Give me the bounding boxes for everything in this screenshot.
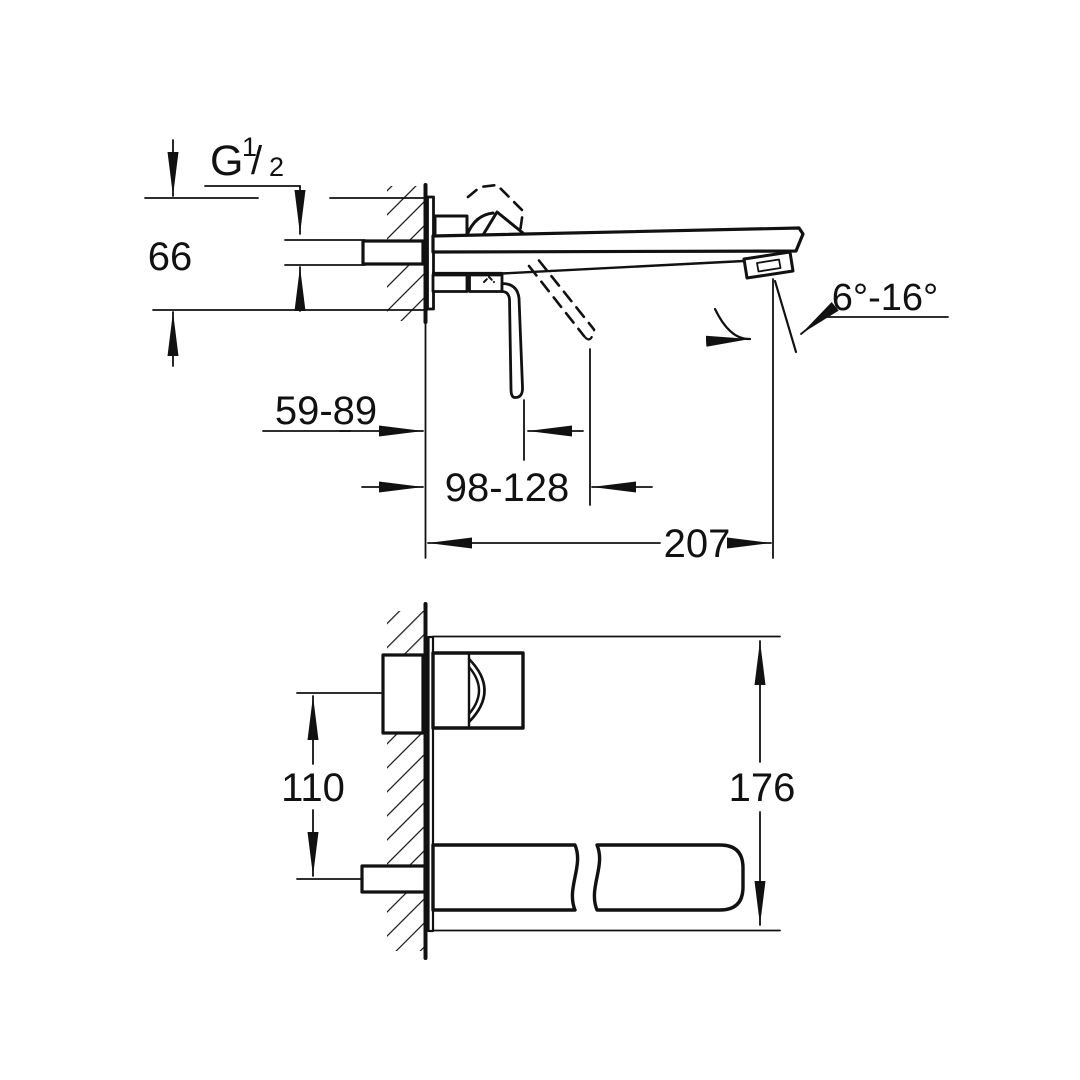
thread-size-label: G 1 / 2: [210, 132, 284, 185]
angle-arc-arrow: [705, 307, 752, 347]
dim-98-128-label: 98-128: [445, 466, 570, 510]
spout-front-right: [592, 843, 745, 912]
supply-pipe: [284, 239, 425, 266]
spout-front: [431, 843, 745, 912]
dim-176-label: 176: [729, 766, 796, 810]
dim-59-89: 59-89: [262, 389, 584, 437]
spout-side: [431, 226, 805, 280]
lever-open-dashed: [527, 259, 596, 341]
lever-open-dashed-head: [466, 183, 525, 234]
dim-angle: 6°-16°: [800, 277, 949, 335]
thread-nipple: [361, 239, 425, 266]
mounting-plate-front: [427, 635, 435, 933]
dim-110-label: 110: [281, 766, 345, 810]
side-view: G 1 / 2 66 59-89 98-128: [144, 132, 949, 566]
lever-closed: [500, 282, 524, 399]
dim-angle-label: 6°-16°: [832, 277, 938, 319]
handle-rosette: [431, 651, 525, 730]
supply-stub-front: [360, 864, 427, 894]
dim-207: 207: [427, 522, 772, 566]
spray-angle-indicator: [705, 278, 798, 559]
dim-66-label: 66: [148, 235, 193, 279]
dim-176: 176: [729, 640, 796, 926]
dim-207-label: 207: [664, 522, 731, 566]
handle-supply-box: [381, 653, 425, 735]
front-view: 110 176: [281, 602, 796, 960]
dim-110: 110: [281, 692, 384, 880]
dim-66: 66: [144, 139, 428, 367]
dim-59-89-label: 59-89: [275, 389, 377, 433]
dim-g-half: G 1 / 2: [204, 132, 306, 235]
lever-arc-outer: [467, 657, 486, 724]
cartridge-base-side: [431, 271, 504, 293]
dim-98-128: 98-128: [361, 466, 653, 510]
lever-arc-inner: [467, 665, 481, 716]
mixer-body-side: [433, 183, 525, 239]
